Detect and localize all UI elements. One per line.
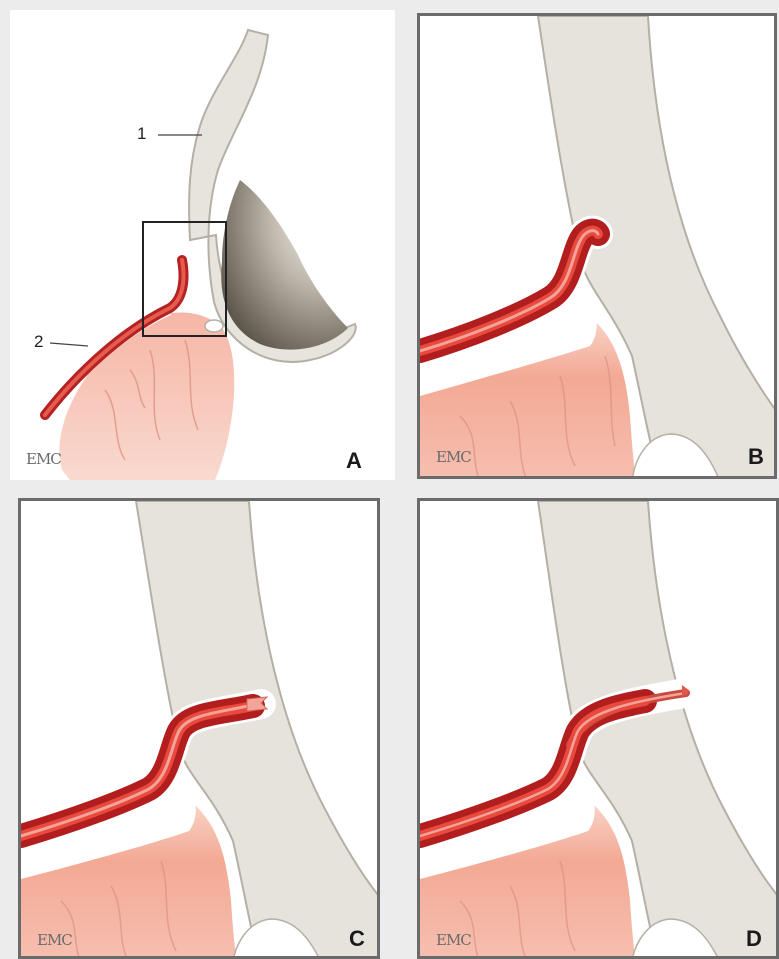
panel-label-a: A xyxy=(346,448,362,474)
emc-logo: EMC xyxy=(436,931,471,949)
panel-c: EMC C xyxy=(18,498,380,959)
tissue-mass xyxy=(59,312,234,480)
emc-logo: EMC xyxy=(37,931,72,949)
panel-label-c: C xyxy=(349,926,365,952)
panel-d: EMC D xyxy=(417,498,779,959)
emc-logo: EMC xyxy=(26,450,61,468)
panel-a-drawing xyxy=(10,10,395,480)
callout-2: 2 xyxy=(34,332,43,352)
panel-label-b: B xyxy=(748,444,764,470)
emc-logo: EMC xyxy=(436,448,471,466)
panel-label-d: D xyxy=(746,926,762,952)
callout-1: 1 xyxy=(137,124,146,144)
panel-d-drawing xyxy=(420,501,779,959)
panel-b: EMC B xyxy=(417,13,777,479)
panel-b-drawing xyxy=(420,16,777,479)
panel-a: 1 2 EMC A xyxy=(10,10,395,480)
bone-cavity xyxy=(221,180,348,350)
panel-c-drawing xyxy=(21,501,380,959)
